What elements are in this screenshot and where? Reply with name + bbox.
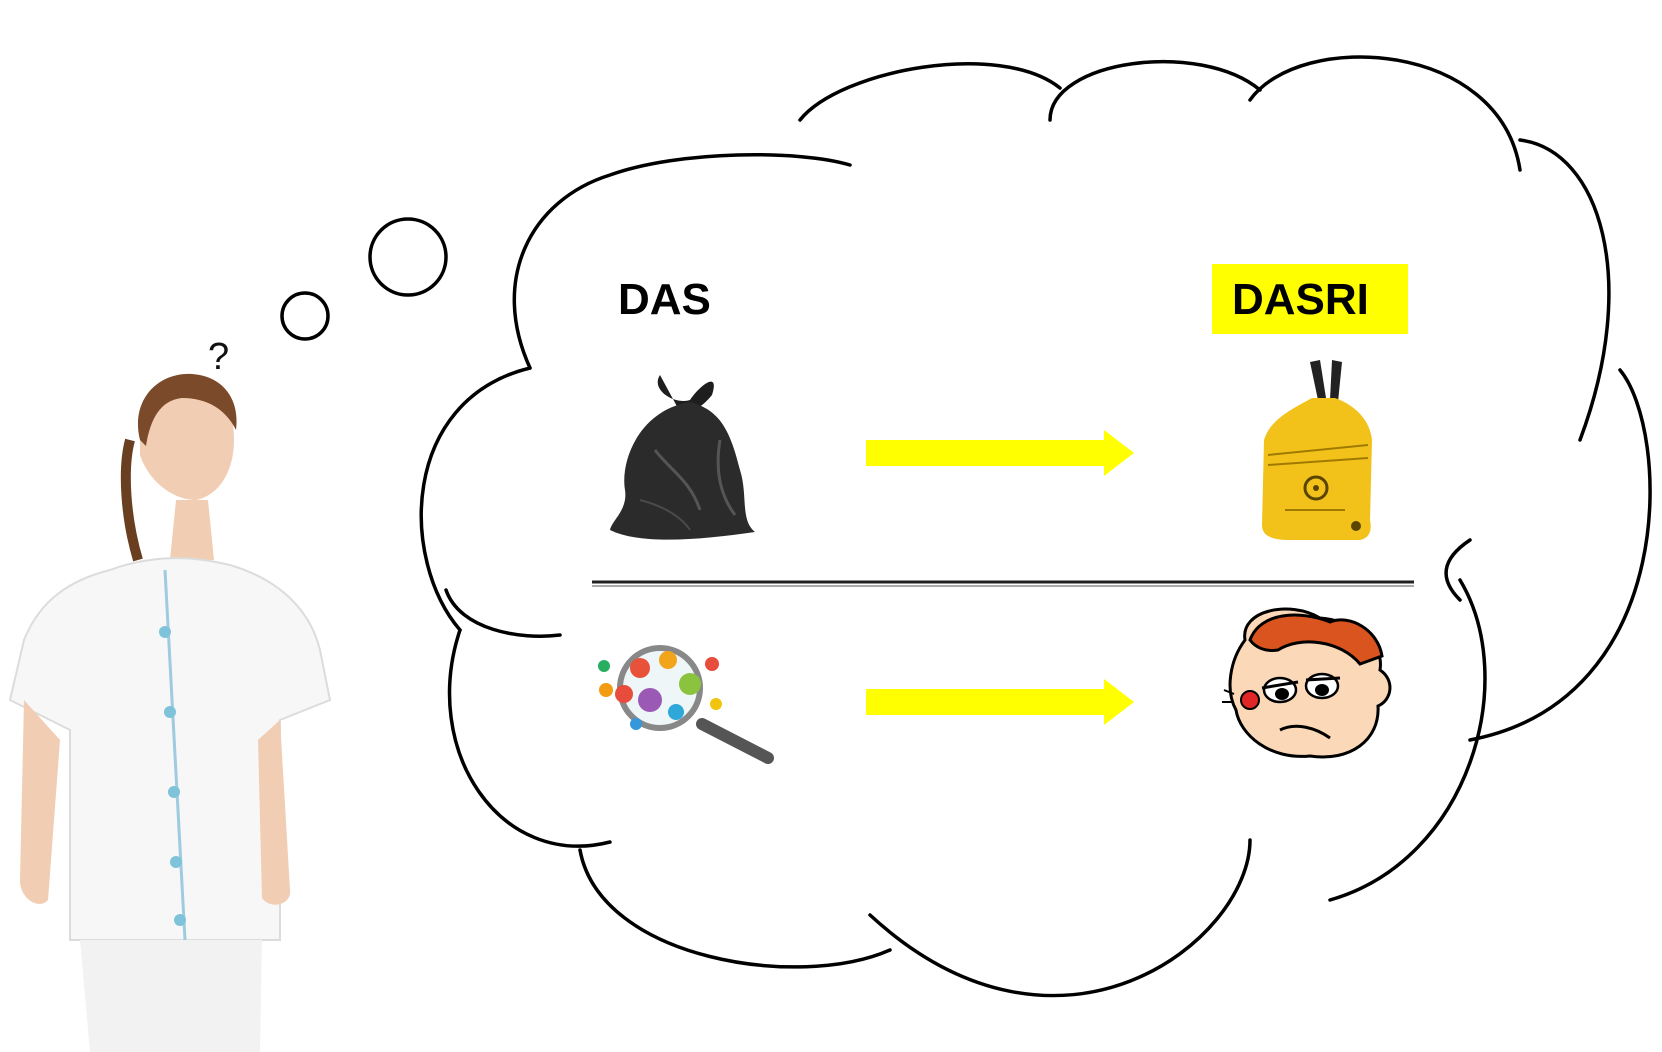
nurse-figure [8, 373, 332, 1052]
question-mark: ? [208, 336, 230, 378]
dasri-label: DASRI [1232, 275, 1369, 324]
thought-cloud [419, 55, 1652, 998]
das-label: DAS [618, 275, 711, 324]
dasri-highlight [1212, 264, 1408, 334]
thought-dot-small [280, 291, 330, 341]
arrow-top [866, 430, 1134, 476]
thought-dot-large [368, 217, 448, 297]
sick-face-icon [1222, 607, 1392, 759]
germs-under-magnifier-icon [598, 645, 774, 764]
yellow-biohazard-bag-icon [1262, 360, 1372, 540]
thought-bubble-dots [280, 217, 448, 341]
arrow-bottom [866, 679, 1134, 725]
black-garbage-bag-icon [610, 375, 755, 540]
